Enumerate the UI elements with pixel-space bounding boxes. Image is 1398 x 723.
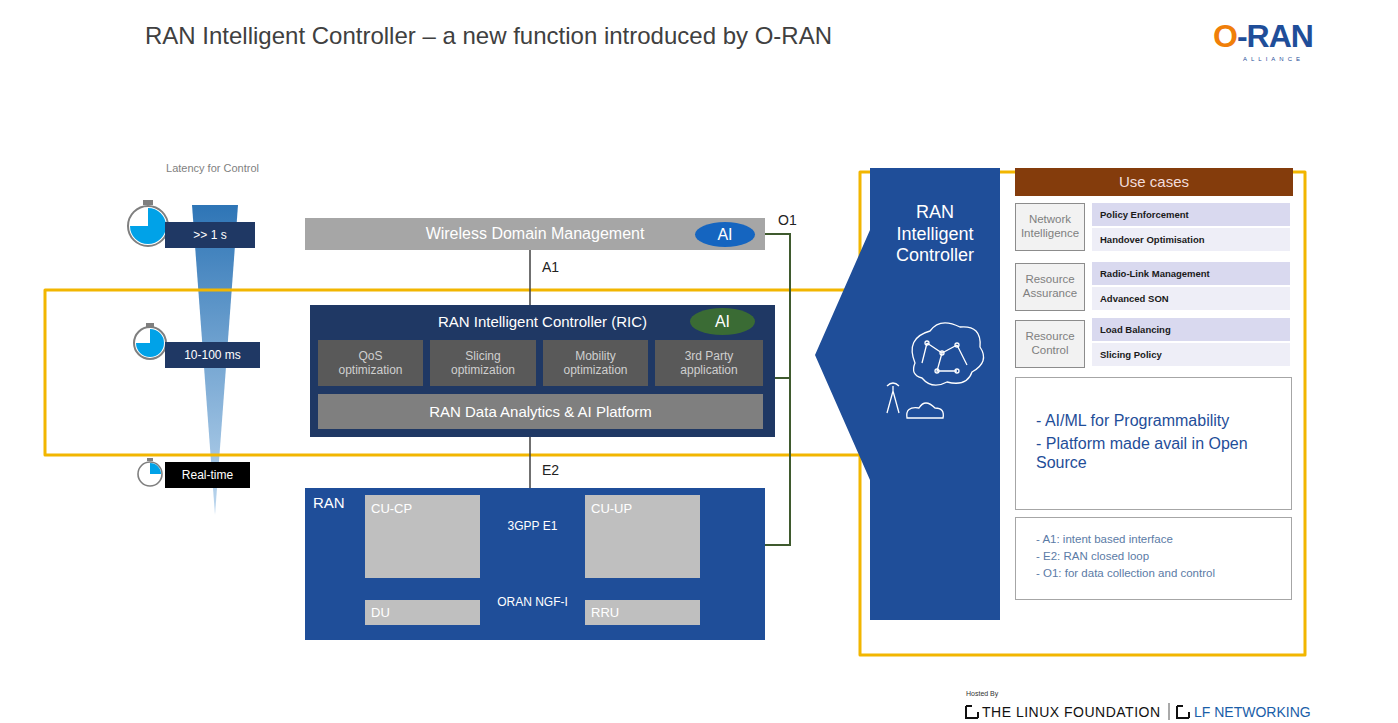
logo-text: O-RAN: [1213, 18, 1313, 55]
node-text: Resource Control: [1018, 330, 1082, 358]
function-box: Slicing optimization: [430, 340, 536, 386]
ran-box: RAN CU-CP CU-UP DU RRU: [305, 488, 765, 640]
node-text: Radio-Link Management: [1100, 268, 1210, 279]
stopwatch-icon: [134, 323, 166, 359]
ai-badge: AI: [695, 222, 755, 247]
node-text: RAN Data Analytics & AI Platform: [429, 403, 652, 421]
lf-networking-icon: [1177, 706, 1189, 718]
use-case-item: Handover Optimisation: [1092, 228, 1290, 251]
node-text: QoS optimization: [328, 349, 413, 378]
ric-box: RAN Intelligent Controller (RIC) AI QoS op…: [310, 305, 775, 437]
node-text: Slicing optimization: [440, 349, 526, 378]
node-text: RAN Intelligent Controller: [875, 202, 995, 267]
interface-label: A1: [540, 259, 561, 275]
logo-subtext: ALLIANCE: [1243, 56, 1304, 62]
node-text: AI: [715, 312, 730, 331]
node-text: Real-time: [182, 468, 233, 482]
ric-chevron: RAN Intelligent Controller: [815, 168, 1000, 620]
interface-label: ORAN NGF-I: [495, 595, 570, 609]
node-text: - AI/ML for Programmability: [1036, 411, 1229, 430]
latency-tag: Real-time: [165, 462, 250, 488]
interface-label: 3GPP E1: [506, 519, 560, 533]
node-text: RAN: [313, 494, 345, 512]
ran-unit-box: CU-CP: [365, 495, 480, 578]
interface-label: E2: [540, 462, 561, 478]
latency-tag: >> 1 s: [165, 222, 255, 248]
node-text: - E2: RAN closed loop: [1036, 550, 1149, 564]
page-title: RAN Intelligent Controller – a new funct…: [145, 22, 832, 50]
axis-label: Latency for Control: [165, 162, 260, 175]
function-box: QoS optimization: [318, 340, 423, 386]
node-text: RRU: [591, 605, 619, 621]
interface-box: - A1: intent based interface - E2: RAN cl…: [1015, 517, 1292, 600]
use-case-item: Radio-Link Management: [1092, 262, 1290, 285]
node-text: Wireless Domain Management: [426, 224, 645, 243]
footer-logo-text: LF NETWORKING: [1194, 704, 1311, 720]
interface-label: O1: [776, 212, 799, 228]
footer-note: Hosted By: [966, 690, 998, 697]
footer-separator: [1169, 703, 1170, 720]
use-cases-header: Use cases: [1015, 168, 1293, 196]
use-case-item: Slicing Policy: [1092, 343, 1290, 366]
category-box: Resource Control: [1015, 320, 1085, 368]
ran-unit-box: CU-UP: [585, 495, 700, 578]
stopwatch-icon: [138, 458, 162, 486]
latency-tag: 10-100 ms: [165, 342, 260, 368]
node-text: CU-UP: [591, 501, 632, 517]
footer-logo-text: THE LINUX FOUNDATION: [982, 704, 1161, 720]
highlight-outline: [45, 172, 1305, 655]
node-text: Load Balancing: [1100, 324, 1171, 335]
ai-badge: AI: [690, 308, 755, 335]
connector-line: [529, 437, 531, 488]
node-text: - A1: intent based interface: [1036, 533, 1173, 547]
node-text: Handover Optimisation: [1100, 234, 1205, 245]
ran-unit-box: RRU: [585, 600, 700, 625]
category-box: Network Intelligence: [1015, 203, 1085, 251]
ran-unit-box: DU: [365, 600, 480, 625]
use-case-item: Policy Enforcement: [1092, 203, 1290, 226]
node-text: Mobility optimization: [553, 349, 638, 378]
node-text: 10-100 ms: [184, 348, 241, 362]
stopwatch-icon: [128, 200, 168, 246]
node-text: CU-CP: [371, 501, 412, 517]
node-text: Advanced SON: [1100, 293, 1169, 304]
connector-line: [529, 250, 531, 305]
node-text: - Platform made avail in Open Source: [1036, 434, 1281, 472]
function-box: Mobility optimization: [543, 340, 648, 386]
linux-foundation-icon: [966, 706, 978, 718]
node-text: Resource Assurance: [1018, 273, 1082, 301]
use-case-item: Advanced SON: [1092, 287, 1290, 310]
category-box: Resource Assurance: [1015, 263, 1085, 311]
node-text: AI: [717, 225, 732, 244]
function-box: 3rd Party application: [655, 340, 763, 386]
node-text: - O1: for data collection and control: [1036, 567, 1215, 581]
platform-bar: RAN Data Analytics & AI Platform: [318, 394, 763, 429]
node-text: RAN Intelligent Controller (RIC): [438, 313, 647, 331]
node-text: Network Intelligence: [1018, 213, 1082, 241]
node-text: Slicing Policy: [1100, 349, 1162, 360]
node-text: Use cases: [1119, 173, 1189, 191]
node-text: >> 1 s: [193, 228, 226, 242]
node-text: Policy Enforcement: [1100, 209, 1189, 220]
feature-box: - AI/ML for Programmability - Platform ma…: [1015, 377, 1292, 510]
node-text: 3rd Party application: [665, 349, 753, 378]
node-text: DU: [371, 605, 390, 621]
use-case-item: Load Balancing: [1092, 318, 1290, 341]
management-box: Wireless Domain Management AI: [305, 218, 765, 250]
